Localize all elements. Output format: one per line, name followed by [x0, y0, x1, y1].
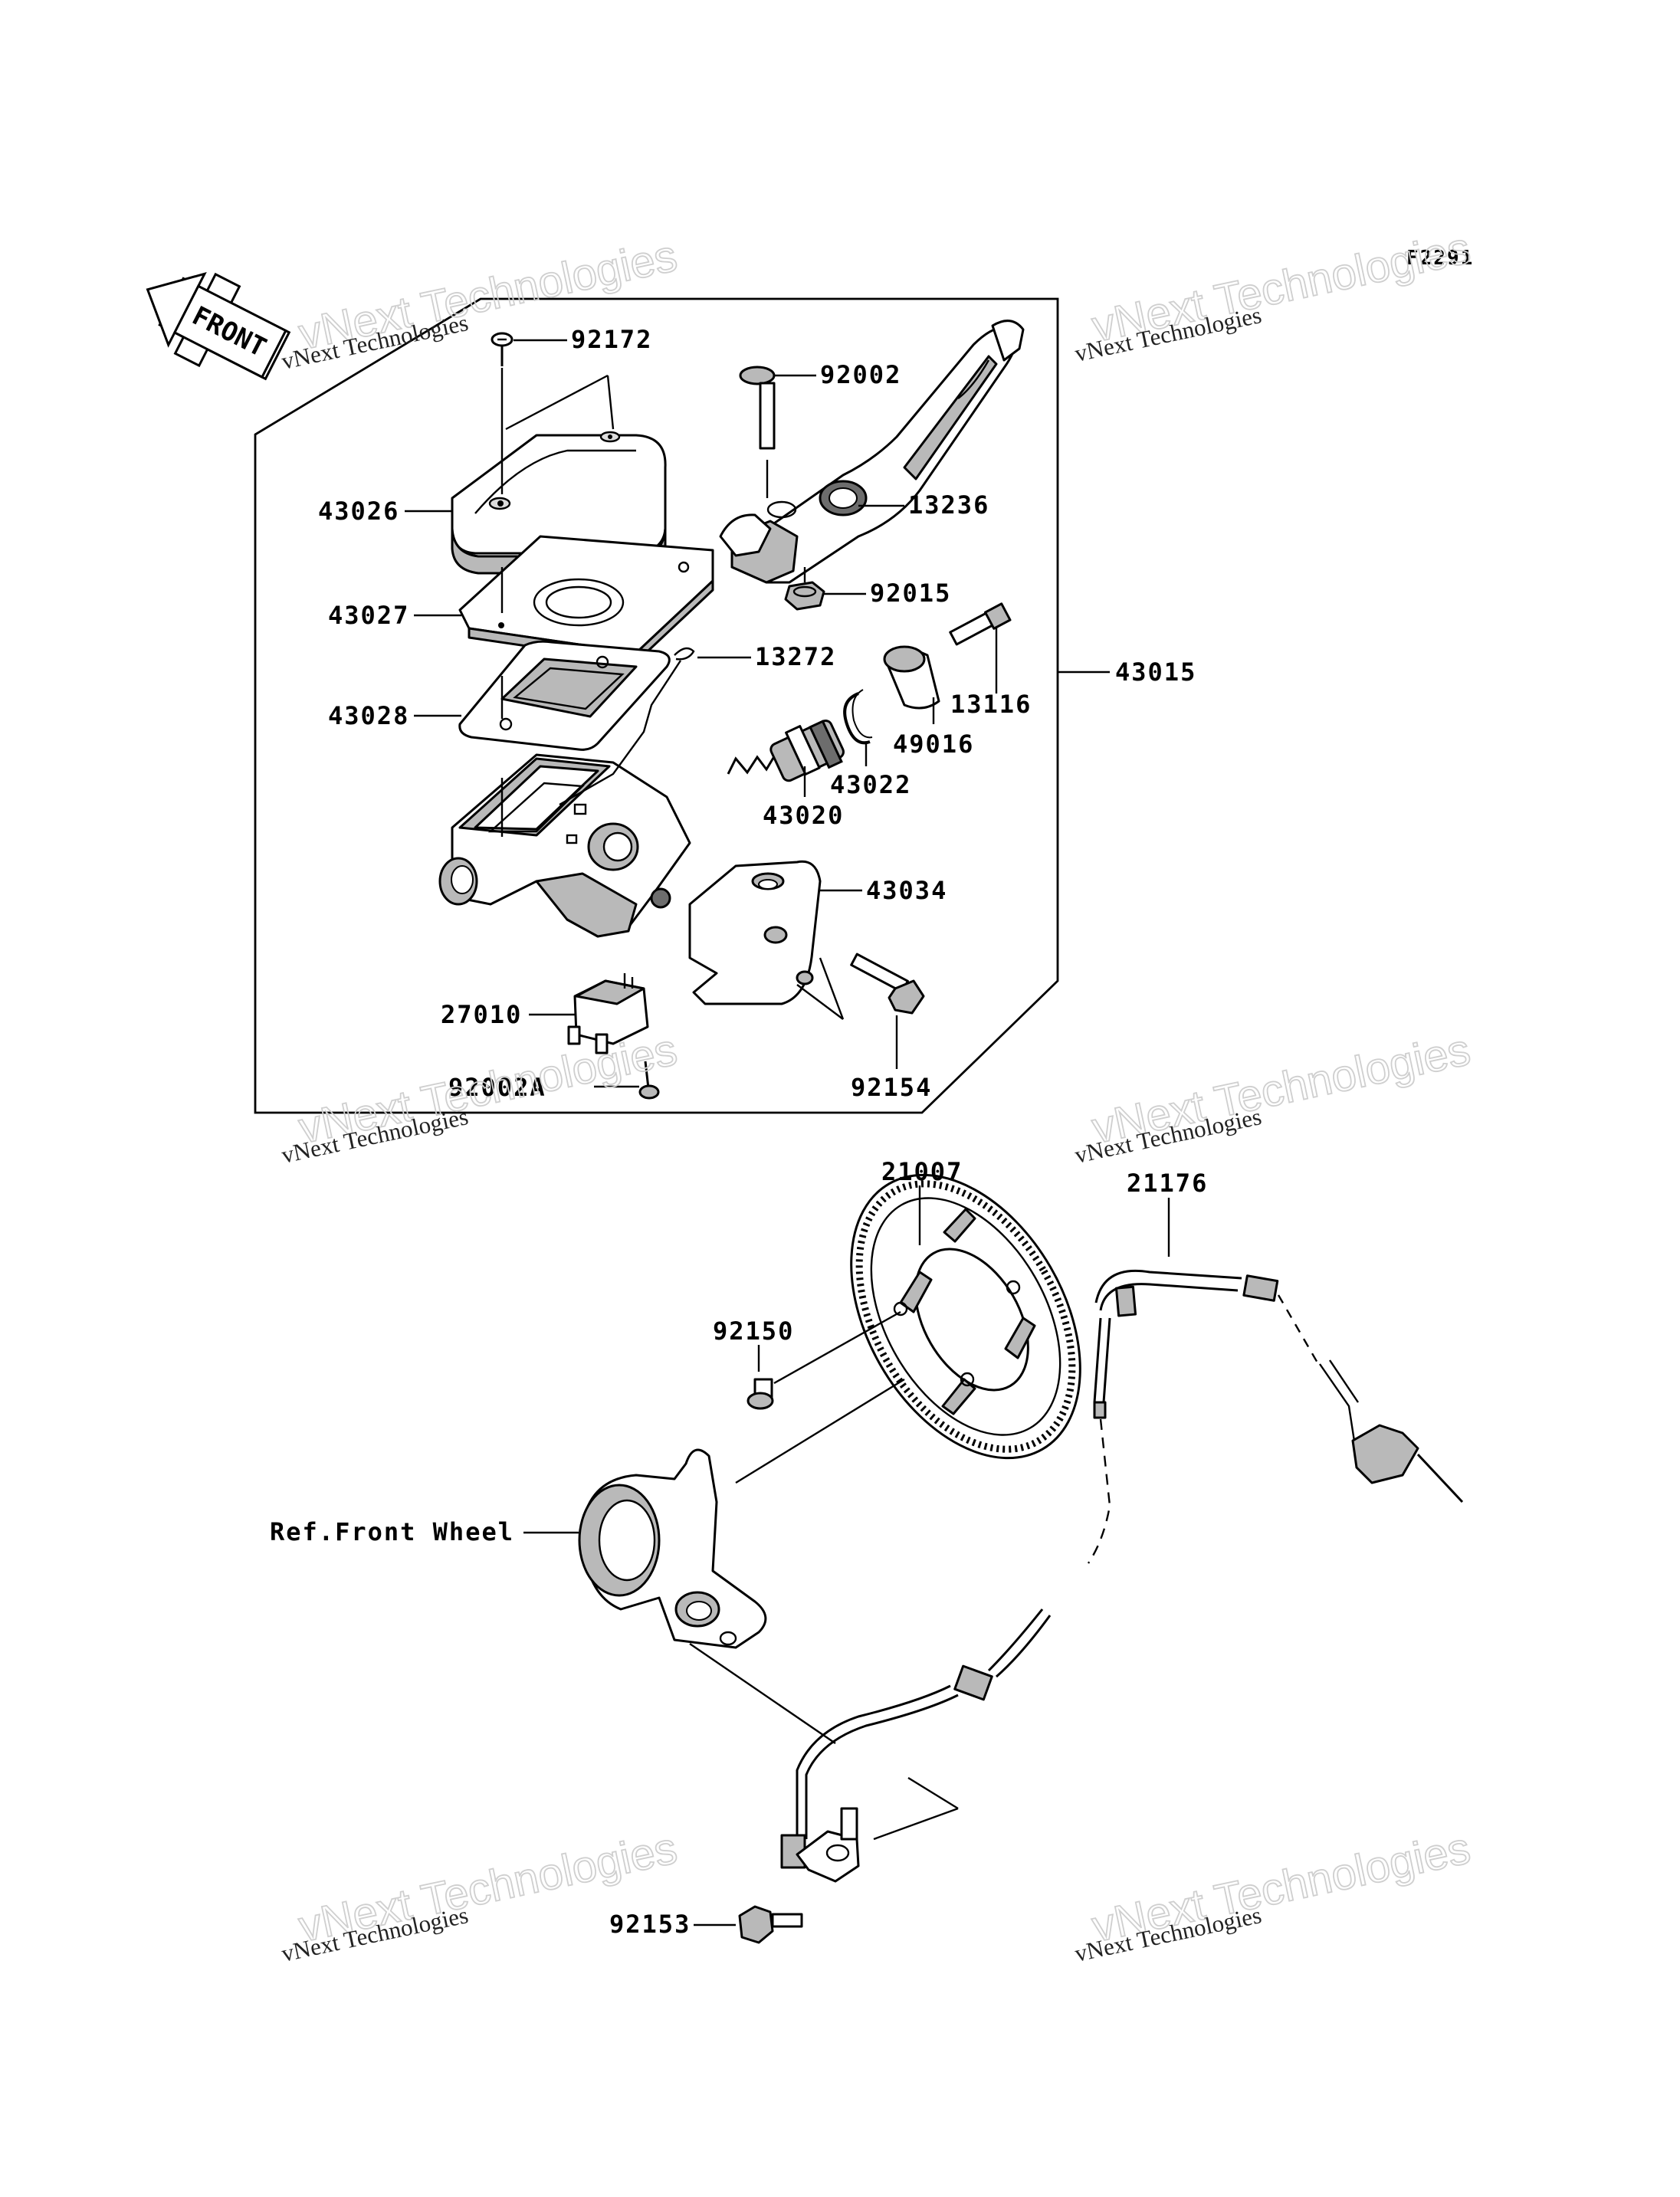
pivot-bolt-92002	[739, 366, 816, 498]
label-21176: 21176	[1127, 1169, 1208, 1198]
label-ref-front-wheel: Ref.Front Wheel	[270, 1517, 514, 1546]
label-43015: 43015	[1115, 657, 1196, 687]
screw-92002A	[594, 1061, 660, 1100]
clip-13272	[559, 647, 751, 806]
push-rod-13116	[949, 602, 1012, 694]
bolt-92150	[746, 1310, 901, 1410]
label-92154: 92154	[851, 1073, 932, 1102]
label-92150: 92150	[713, 1317, 794, 1346]
front-arrow-icon: FRONT	[146, 271, 291, 381]
assembly-43015-outline	[254, 297, 1059, 1114]
brake-lever-13236	[719, 320, 1025, 584]
label-43022: 43022	[830, 770, 911, 799]
label-43034: 43034	[866, 876, 947, 905]
diaphragm-plate-43027	[458, 535, 714, 664]
watermark-5: vNext Technologies vNext Technologies	[279, 1822, 682, 1967]
label-92002A: 92002A	[448, 1073, 546, 1102]
watermark-6: vNext Technologies vNext Technologies	[1072, 1822, 1475, 1967]
holder-43034	[688, 860, 862, 1005]
boot-49016	[883, 645, 940, 724]
label-43026: 43026	[318, 497, 399, 526]
abs-sensor-cable-21176	[780, 1198, 1464, 1883]
watermark-2: vNext Technologies vNext Technologies	[1072, 222, 1475, 367]
snap-ring-43022	[843, 689, 873, 766]
label-43020: 43020	[763, 801, 844, 830]
gasket-43028	[458, 640, 671, 751]
bolt-92153	[694, 1905, 803, 1944]
watermark-3: vNext Technologies vNext Technologies	[279, 1024, 682, 1169]
label-27010: 27010	[441, 1000, 522, 1029]
label-13116: 13116	[950, 690, 1032, 719]
watermark-4: vNext Technologies vNext Technologies	[1072, 1024, 1475, 1169]
sensor-rotor-21007	[735, 1173, 1081, 1484]
bolt-92154	[796, 953, 925, 1069]
label-43028: 43028	[328, 701, 409, 730]
nut-92015	[784, 567, 866, 611]
label-92172: 92172	[571, 325, 652, 354]
piston-43020	[727, 720, 845, 797]
screw-92172	[491, 332, 615, 494]
diagram-code: F2291	[1406, 247, 1474, 270]
label-43027: 43027	[328, 601, 409, 630]
label-21007: 21007	[881, 1157, 963, 1186]
label-13272: 13272	[755, 642, 836, 671]
master-cylinder-body	[438, 753, 691, 938]
front-wheel-hub	[523, 1448, 836, 1744]
switch-27010	[529, 973, 649, 1054]
label-49016: 49016	[893, 730, 974, 759]
label-92002: 92002	[820, 360, 901, 389]
label-92015: 92015	[870, 579, 951, 608]
label-13236: 13236	[908, 490, 989, 520]
label-92153: 92153	[609, 1910, 691, 1939]
